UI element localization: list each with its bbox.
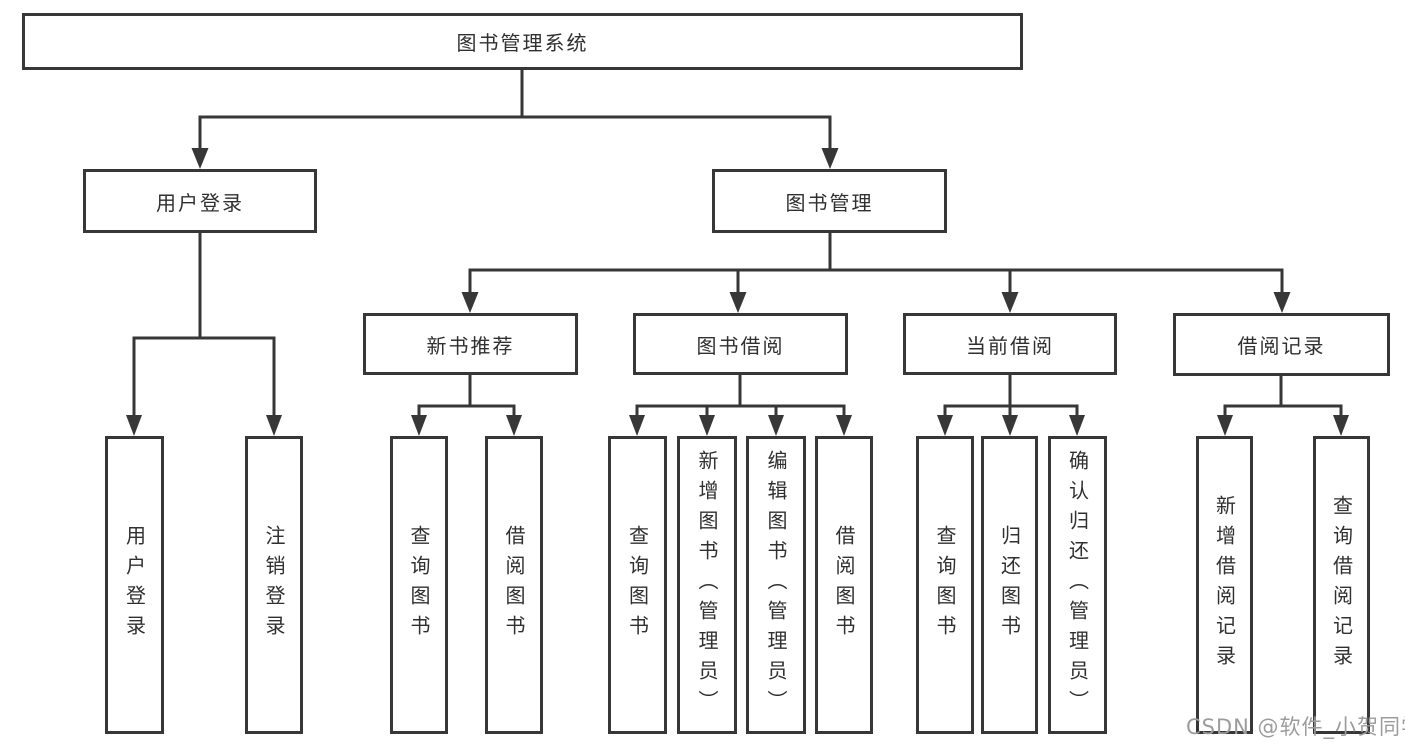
leaf-borrow-add-book: 新增图书（管理员）	[677, 436, 737, 734]
leaf-rec-borrow-book: 借阅图书	[485, 436, 543, 734]
leaf-logout: 注销登录	[245, 436, 303, 734]
node-current-borrow: 当前借阅	[903, 313, 1117, 375]
node-new-book-rec: 新书推荐	[363, 313, 578, 375]
connector-userlogin-to-leaves	[126, 232, 282, 436]
leaf-borrow-add-book-label: 新增图书（管理员）	[695, 450, 719, 720]
node-book-borrow: 图书借阅	[633, 313, 848, 375]
leaf-rec-query-book-label: 查询图书	[407, 525, 431, 645]
leaf-current-return-book: 归还图书	[981, 436, 1038, 734]
leaf-current-query-book: 查询图书	[916, 436, 974, 734]
connector-currentborrow-to-leaves	[937, 374, 1085, 436]
node-root-label: 图书管理系统	[456, 31, 589, 55]
leaf-current-query-book-label: 查询图书	[933, 525, 957, 645]
connector-bookborrow-to-leaves	[629, 374, 852, 436]
leaf-user-login-label: 用户登录	[122, 525, 147, 645]
leaf-rec-borrow-book-label: 借阅图书	[502, 525, 526, 645]
leaf-borrow-borrow-book: 借阅图书	[815, 436, 873, 734]
node-borrow-record: 借阅记录	[1173, 313, 1390, 376]
leaf-rec-query-book: 查询图书	[390, 436, 448, 734]
leaf-record-add: 新增借阅记录	[1196, 436, 1253, 734]
node-book-mgmt-label: 图书管理	[785, 190, 874, 215]
leaf-borrow-query-book-label: 查询图书	[625, 525, 650, 645]
connector-root-to-level2	[191, 69, 839, 169]
leaf-record-add-label: 新增借阅记录	[1212, 495, 1237, 675]
node-new-book-rec-label: 新书推荐	[426, 333, 515, 358]
leaf-current-return-book-label: 归还图书	[997, 525, 1022, 645]
leaf-borrow-borrow-book-label: 借阅图书	[832, 525, 856, 645]
leaf-logout-label: 注销登录	[262, 525, 286, 645]
leaf-record-query-label: 查询借阅记录	[1329, 495, 1354, 675]
leaf-borrow-query-book: 查询图书	[608, 436, 667, 734]
leaf-record-query: 查询借阅记录	[1313, 436, 1370, 734]
node-current-borrow-label: 当前借阅	[966, 333, 1054, 358]
node-borrow-record-label: 借阅记录	[1237, 334, 1326, 358]
node-user-login-label: 用户登录	[156, 190, 244, 215]
node-user-login: 用户登录	[83, 169, 317, 233]
connector-bookmgmt-to-level3	[461, 233, 1291, 313]
leaf-borrow-edit-book-label: 编辑图书（管理员）	[764, 450, 788, 720]
node-root: 图书管理系统	[22, 13, 1023, 70]
node-book-borrow-label: 图书借阅	[696, 333, 785, 358]
node-book-mgmt: 图书管理	[712, 169, 947, 233]
connector-newbookrec-to-leaves	[411, 374, 522, 436]
leaf-user-login: 用户登录	[105, 436, 164, 734]
csdn-watermark: CSDN @软件_小贺同学	[1186, 715, 1405, 739]
connector-borrowrecord-to-leaves	[1217, 376, 1349, 436]
leaf-current-confirm-return-label: 确认归还（管理员）	[1065, 450, 1090, 720]
leaf-current-confirm-return: 确认归还（管理员）	[1048, 436, 1107, 734]
leaf-borrow-edit-book: 编辑图书（管理员）	[746, 436, 806, 734]
